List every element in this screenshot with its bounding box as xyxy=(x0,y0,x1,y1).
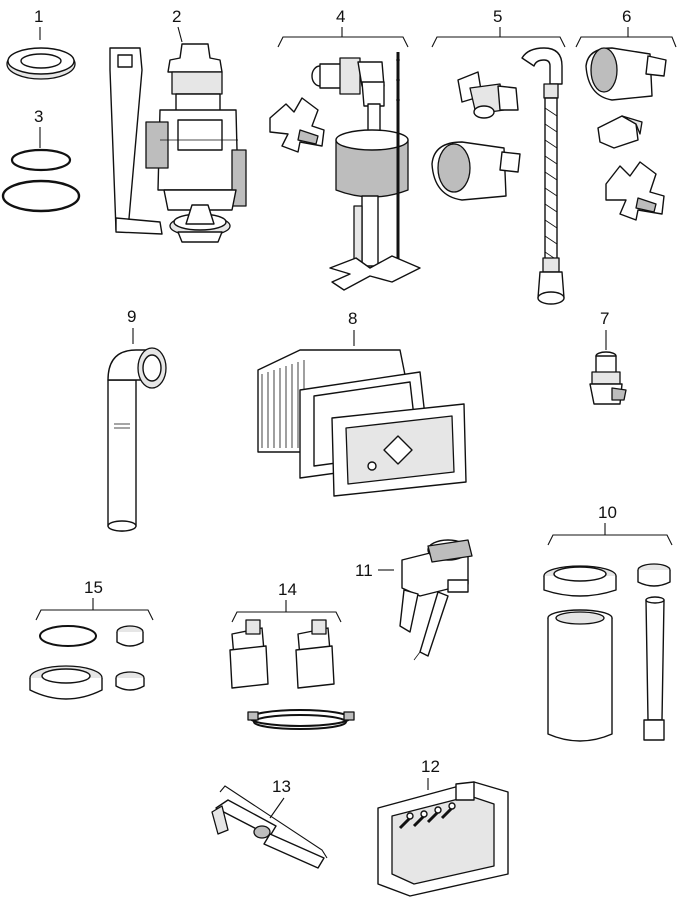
label-14: 14 xyxy=(278,580,297,599)
part-15-rings xyxy=(29,625,145,700)
label-11: 11 xyxy=(355,561,373,580)
label-5: 5 xyxy=(493,7,502,26)
label-3: 3 xyxy=(34,107,43,126)
part-3-o-rings xyxy=(1,148,81,213)
label-8: 8 xyxy=(348,309,357,328)
label-4: 4 xyxy=(336,7,345,26)
leader-lines xyxy=(35,26,677,859)
part-13-lever xyxy=(211,799,325,869)
label-7: 7 xyxy=(600,309,609,328)
part-6-fixing-parts xyxy=(585,47,667,221)
part-5-angle-valve-and-hose xyxy=(431,47,565,305)
label-1: 1 xyxy=(34,7,43,26)
part-10-connection-sleeves xyxy=(543,563,671,742)
part-14-cartridges xyxy=(229,619,355,730)
label-13: 13 xyxy=(272,777,291,796)
part-12-mounting-frame xyxy=(377,781,509,897)
part-11-actuator xyxy=(399,539,473,661)
part-4-fill-valve xyxy=(269,52,421,291)
part-9-flush-elbow xyxy=(107,347,167,532)
part-1-sealing-ring xyxy=(6,47,76,80)
label-6: 6 xyxy=(622,7,631,26)
label-9: 9 xyxy=(127,307,136,326)
part-8-inspection-housing xyxy=(257,349,467,497)
label-2: 2 xyxy=(172,7,181,26)
part-7-connector xyxy=(589,351,627,405)
part-2-flush-valve xyxy=(109,43,247,243)
label-12: 12 xyxy=(421,757,440,776)
label-10: 10 xyxy=(598,503,617,522)
label-15: 15 xyxy=(84,578,103,597)
